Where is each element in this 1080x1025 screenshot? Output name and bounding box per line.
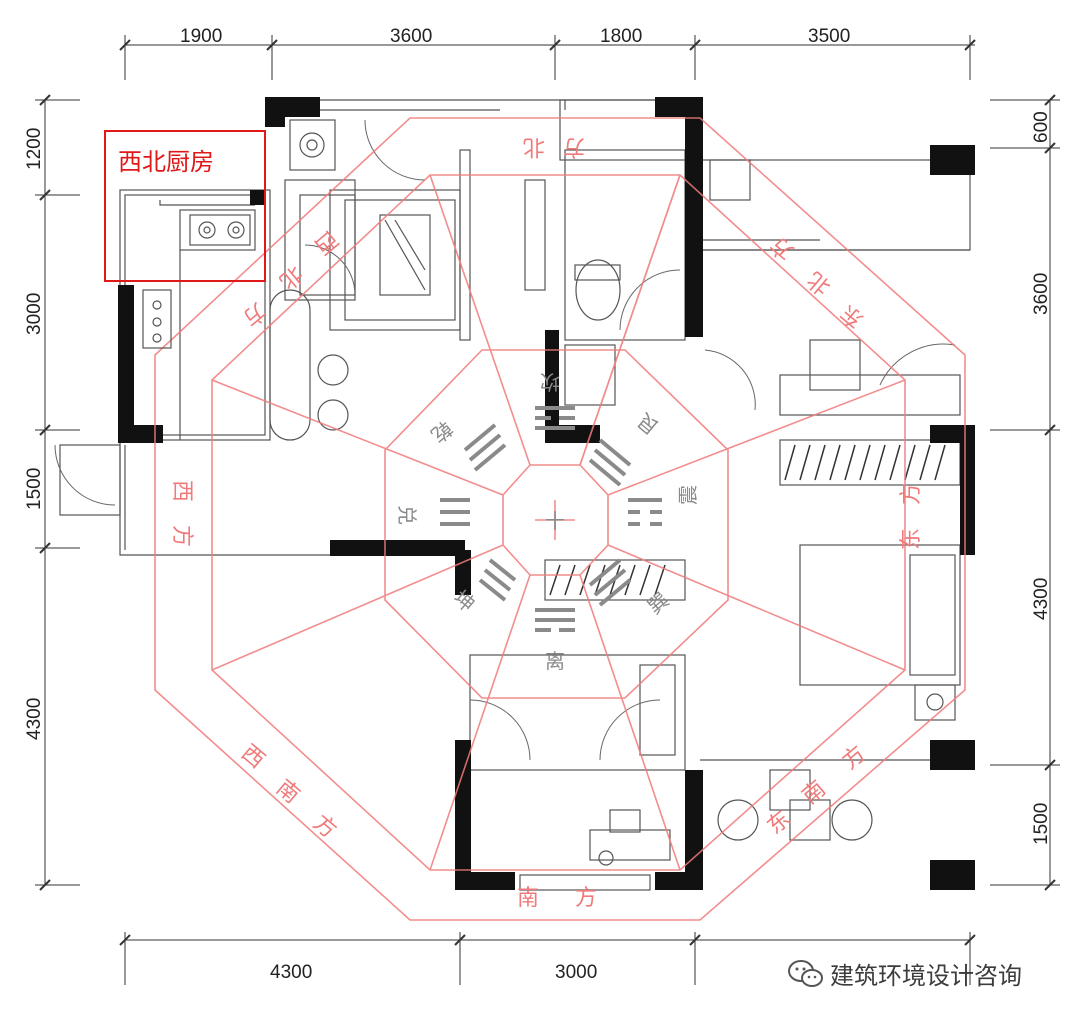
dim-top-1: 1900	[180, 26, 222, 47]
dim-right-3: 4300	[1031, 578, 1052, 620]
kitchen-fixtures	[142, 214, 251, 349]
door-swings	[54, 119, 956, 761]
trigram-xun-label: 巽	[643, 588, 674, 619]
dim-top-3: 1800	[600, 26, 642, 47]
svg-text:方: 方	[766, 231, 799, 264]
dim-left-2: 3000	[24, 293, 45, 335]
dim-right-2: 3600	[1031, 273, 1052, 315]
dim-top-2: 3600	[390, 26, 432, 47]
wechat-icon	[788, 959, 823, 987]
dim-right-4: 1500	[1031, 803, 1052, 845]
trigram-kan-label: 坎	[540, 370, 560, 394]
wardrobe-hatching	[549, 444, 946, 596]
direction-southeast: 东 南 方	[763, 741, 871, 839]
dim-left-4: 4300	[24, 698, 45, 740]
dim-bottom-1: 4300	[270, 962, 312, 983]
svg-text:南: 南	[798, 776, 831, 809]
svg-text:南: 南	[517, 886, 539, 911]
trigram-gen-label: 艮	[632, 408, 663, 439]
trigram-zhen-label: 震	[676, 485, 700, 505]
direction-northeast: 东 北 方	[766, 231, 869, 332]
svg-text:方: 方	[575, 886, 597, 911]
direction-west: 西 方	[169, 480, 194, 547]
svg-text:方: 方	[169, 525, 194, 547]
svg-text:北: 北	[803, 266, 836, 299]
watermark-text: 建筑环境设计咨询	[830, 962, 1022, 990]
svg-text:西: 西	[309, 225, 342, 258]
svg-text:南: 南	[271, 775, 304, 808]
center-mark: 十	[545, 509, 565, 533]
svg-text:东: 东	[899, 528, 924, 550]
svg-text:北: 北	[274, 260, 307, 293]
trigram-qian-label: 乾	[426, 416, 457, 447]
northwest-kitchen-callout: 西北厨房	[104, 130, 266, 282]
direction-east: 东 方	[899, 483, 924, 550]
bagua-overlay	[154, 117, 966, 921]
watermark: 建筑环境设计咨询	[788, 956, 1022, 991]
dim-left-3: 1500	[24, 468, 45, 510]
trigram-bars	[440, 406, 662, 632]
dim-top-4: 3500	[808, 26, 850, 47]
dim-left-1: 1200	[24, 128, 45, 170]
callout-label: 西北厨房	[118, 148, 214, 176]
svg-text:方: 方	[308, 810, 341, 843]
svg-text:东: 东	[836, 299, 869, 332]
svg-text:西: 西	[169, 480, 194, 502]
dim-right-1: 600	[1031, 111, 1052, 143]
svg-text:北: 北	[523, 134, 545, 159]
direction-south: 南 方	[517, 886, 597, 911]
svg-text:西: 西	[236, 740, 269, 773]
dim-bottom-2: 3000	[555, 962, 597, 983]
svg-text:东: 东	[763, 806, 796, 839]
direction-southwest: 西 南 方	[236, 740, 341, 843]
dimension-ticks	[39, 39, 1056, 946]
dimension-lines	[35, 35, 1060, 985]
svg-text:方: 方	[563, 134, 585, 159]
direction-north: 北 方	[523, 134, 585, 159]
trigram-li-label: 离	[545, 649, 565, 673]
svg-text:方: 方	[899, 483, 924, 505]
trigram-kun-label: 坤	[449, 585, 480, 616]
plan-walls-thick	[118, 97, 975, 890]
trigram-dui-label: 兑	[395, 505, 419, 525]
svg-text:方: 方	[838, 741, 871, 774]
